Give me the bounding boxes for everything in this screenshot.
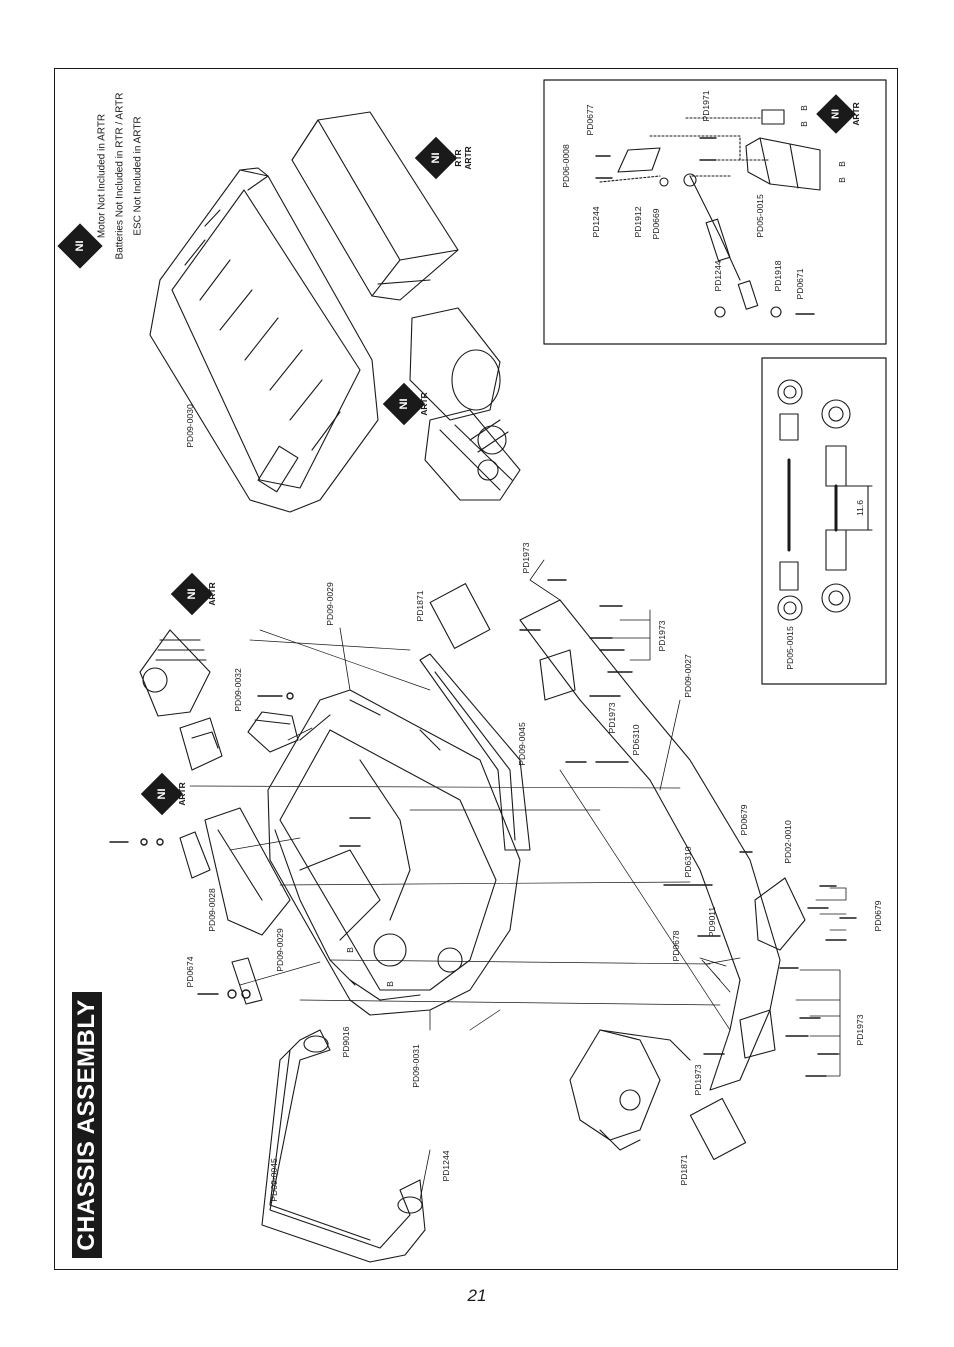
label-pd0679-a: PD0679 xyxy=(739,804,749,836)
badge-artr-esc: ARTR xyxy=(207,582,217,606)
title-banner xyxy=(72,992,102,1258)
label-pd06-0008: PD06-0008 xyxy=(561,144,571,188)
label-pd0669: PD0669 xyxy=(651,208,661,240)
label-pd09-0029-top: PD09-0029 xyxy=(325,582,335,626)
b-marker-1: B xyxy=(799,105,809,111)
label-pd1973-bottom: PD1973 xyxy=(693,1064,703,1096)
b-marker-4: B xyxy=(837,177,847,183)
servo-detail-box xyxy=(543,79,887,345)
label-pd9011: PD9011 xyxy=(707,906,717,938)
leader-lines xyxy=(287,559,847,1201)
label-pd1244-bot: PD1244 xyxy=(441,1150,451,1182)
label-pd0678: PD0678 xyxy=(671,930,681,962)
link-detail xyxy=(777,379,873,621)
label-pd1244-servo-b: PD1244 xyxy=(713,260,723,292)
label-pd1871-top: PD1871 xyxy=(415,590,425,622)
servo-mount xyxy=(754,877,806,951)
label-pd9016: PD9016 xyxy=(341,1026,351,1058)
skid-plate-top xyxy=(429,583,491,649)
steering-assembly xyxy=(569,1029,691,1151)
ni-logo-text-esc2: NI xyxy=(156,788,168,800)
skid-plate-bottom xyxy=(689,1097,747,1161)
label-pd0677: PD0677 xyxy=(585,104,595,136)
label-pd09-0045-bot: PD09-0045 xyxy=(269,1158,279,1202)
badge-rtr: RTR xyxy=(453,149,463,167)
page-number: 21 xyxy=(467,1286,487,1305)
esc-unit xyxy=(139,629,223,771)
note-motor: Motor Not Included in ARTR xyxy=(96,113,108,239)
label-pd1973-right: PD1973 xyxy=(855,1014,865,1046)
front-mount xyxy=(247,711,299,753)
badge-artr-servo: ARTR xyxy=(851,102,861,126)
label-pd1973-mid: PD1973 xyxy=(657,620,667,652)
label-pd0671: PD0671 xyxy=(795,268,805,300)
battery-pack xyxy=(291,111,459,301)
label-pd1912: PD1912 xyxy=(633,206,643,238)
side-plate xyxy=(179,807,291,1005)
label-pd09-0030: PD09-0030 xyxy=(185,404,195,448)
label-pd09-0028: PD09-0028 xyxy=(207,888,217,932)
servo-parts xyxy=(617,109,821,318)
servo-dashed-guides xyxy=(599,117,771,183)
b-marker-3: B xyxy=(837,161,847,167)
mid-plate xyxy=(519,599,781,1091)
main-chassis xyxy=(267,653,531,1016)
label-pd09-0031: PD09-0031 xyxy=(411,1044,421,1088)
label-pd0679-b: PD0679 xyxy=(873,900,883,932)
note-esc: ESC Not Included in ARTR xyxy=(132,116,144,236)
ni-logo-text-servo: NI xyxy=(830,109,842,119)
ni-logo-text-motor: NI xyxy=(398,398,410,410)
assembly-guides xyxy=(189,629,731,1031)
battery-tray xyxy=(149,167,379,513)
ni-logo-text-notes: NI xyxy=(74,240,86,252)
label-pd09-0032: PD09-0032 xyxy=(233,668,243,712)
bumper xyxy=(261,1029,426,1263)
dimension-label: 11.6 xyxy=(855,499,865,517)
label-pd6310-b: PD6310 xyxy=(683,846,693,878)
screws xyxy=(109,137,857,1077)
note-batteries: Batteries Not Included in RTR / ARTR xyxy=(114,92,126,260)
label-pd6310-a: PD6310 xyxy=(631,724,641,756)
label-pd02-0010: PD02-0010 xyxy=(783,820,793,864)
label-pd09-0045-top: PD09-0045 xyxy=(517,722,527,766)
b-marker-6: B xyxy=(385,981,395,987)
label-pd1971: PD1971 xyxy=(701,90,711,122)
label-pd1973-lower: PD1973 xyxy=(607,702,617,734)
motor xyxy=(409,307,521,501)
ni-logos xyxy=(57,94,856,816)
label-pd05-0015-detail: PD05-0015 xyxy=(785,626,795,670)
link-detail-box xyxy=(761,357,887,685)
ni-logo-text-esc: NI xyxy=(186,588,198,600)
badge-artr-esc2: ARTR xyxy=(177,782,187,806)
label-pd1871-bot: PD1871 xyxy=(679,1154,689,1186)
label-pd09-0027: PD09-0027 xyxy=(683,654,693,698)
label-pd0674: PD0674 xyxy=(185,956,195,988)
label-pd09-0029-bot: PD09-0029 xyxy=(275,928,285,972)
b-marker-5: B xyxy=(345,947,355,953)
label-pd05-0015-servo: PD05-0015 xyxy=(755,194,765,238)
b-marker-2: B xyxy=(799,121,809,127)
label-pd1973-top: PD1973 xyxy=(521,542,531,574)
ni-logo-text-battery: NI xyxy=(430,152,442,164)
page-frame xyxy=(54,68,898,1270)
label-pd1918: PD1918 xyxy=(773,260,783,292)
label-pd1244-servo-a: PD1244 xyxy=(591,206,601,238)
badge-artr-motor: ARTR xyxy=(419,392,429,416)
badge-artr-battery: ARTR xyxy=(463,146,473,170)
